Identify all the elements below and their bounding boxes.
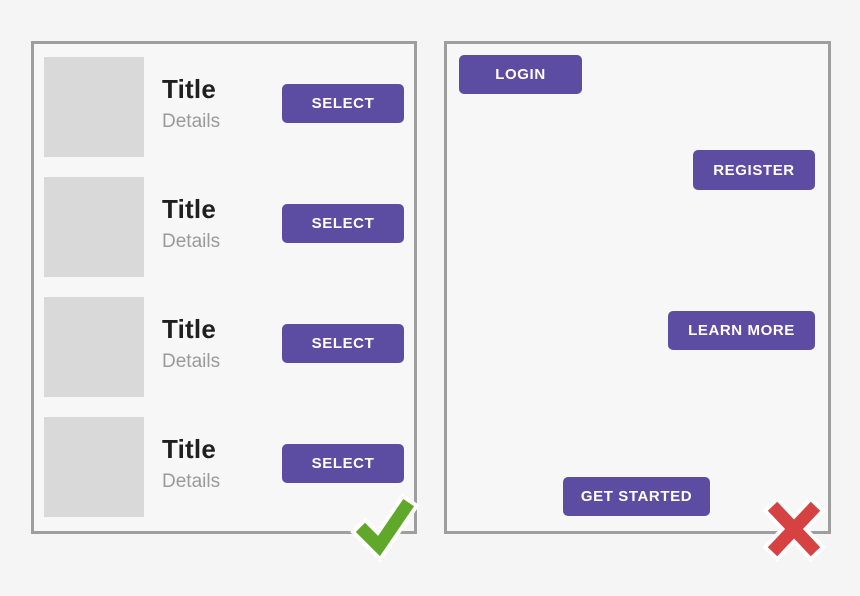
select-button[interactable]: SELECT: [282, 444, 404, 483]
bad-example-panel: LOGIN REGISTER LEARN MORE GET STARTED: [444, 41, 831, 534]
checkmark-icon: [350, 493, 420, 563]
item-title: Title: [162, 314, 216, 344]
thumbnail-placeholder: [44, 57, 144, 157]
list-item: Title Details SELECT: [34, 417, 414, 517]
login-button[interactable]: LOGIN: [459, 55, 582, 94]
item-title: Title: [162, 74, 216, 104]
thumbnail-placeholder: [44, 417, 144, 517]
cross-icon: [762, 496, 826, 562]
thumbnail-placeholder: [44, 297, 144, 397]
select-button[interactable]: SELECT: [282, 84, 404, 123]
item-details: Details: [162, 351, 221, 372]
list-item: Title Details SELECT: [34, 57, 414, 157]
item-title: Title: [162, 434, 216, 464]
item-details: Details: [162, 111, 221, 132]
item-details: Details: [162, 471, 221, 492]
learn-more-button[interactable]: LEARN MORE: [668, 311, 815, 350]
item-title: Title: [162, 194, 216, 224]
select-button[interactable]: SELECT: [282, 324, 404, 363]
register-button[interactable]: REGISTER: [693, 150, 815, 190]
list-item: Title Details SELECT: [34, 297, 414, 397]
select-button[interactable]: SELECT: [282, 204, 404, 243]
list-item: Title Details SELECT: [34, 177, 414, 277]
get-started-button[interactable]: GET STARTED: [563, 477, 710, 516]
item-details: Details: [162, 231, 221, 252]
good-example-panel: Title Details SELECT Title Details SELEC…: [31, 41, 417, 534]
thumbnail-placeholder: [44, 177, 144, 277]
